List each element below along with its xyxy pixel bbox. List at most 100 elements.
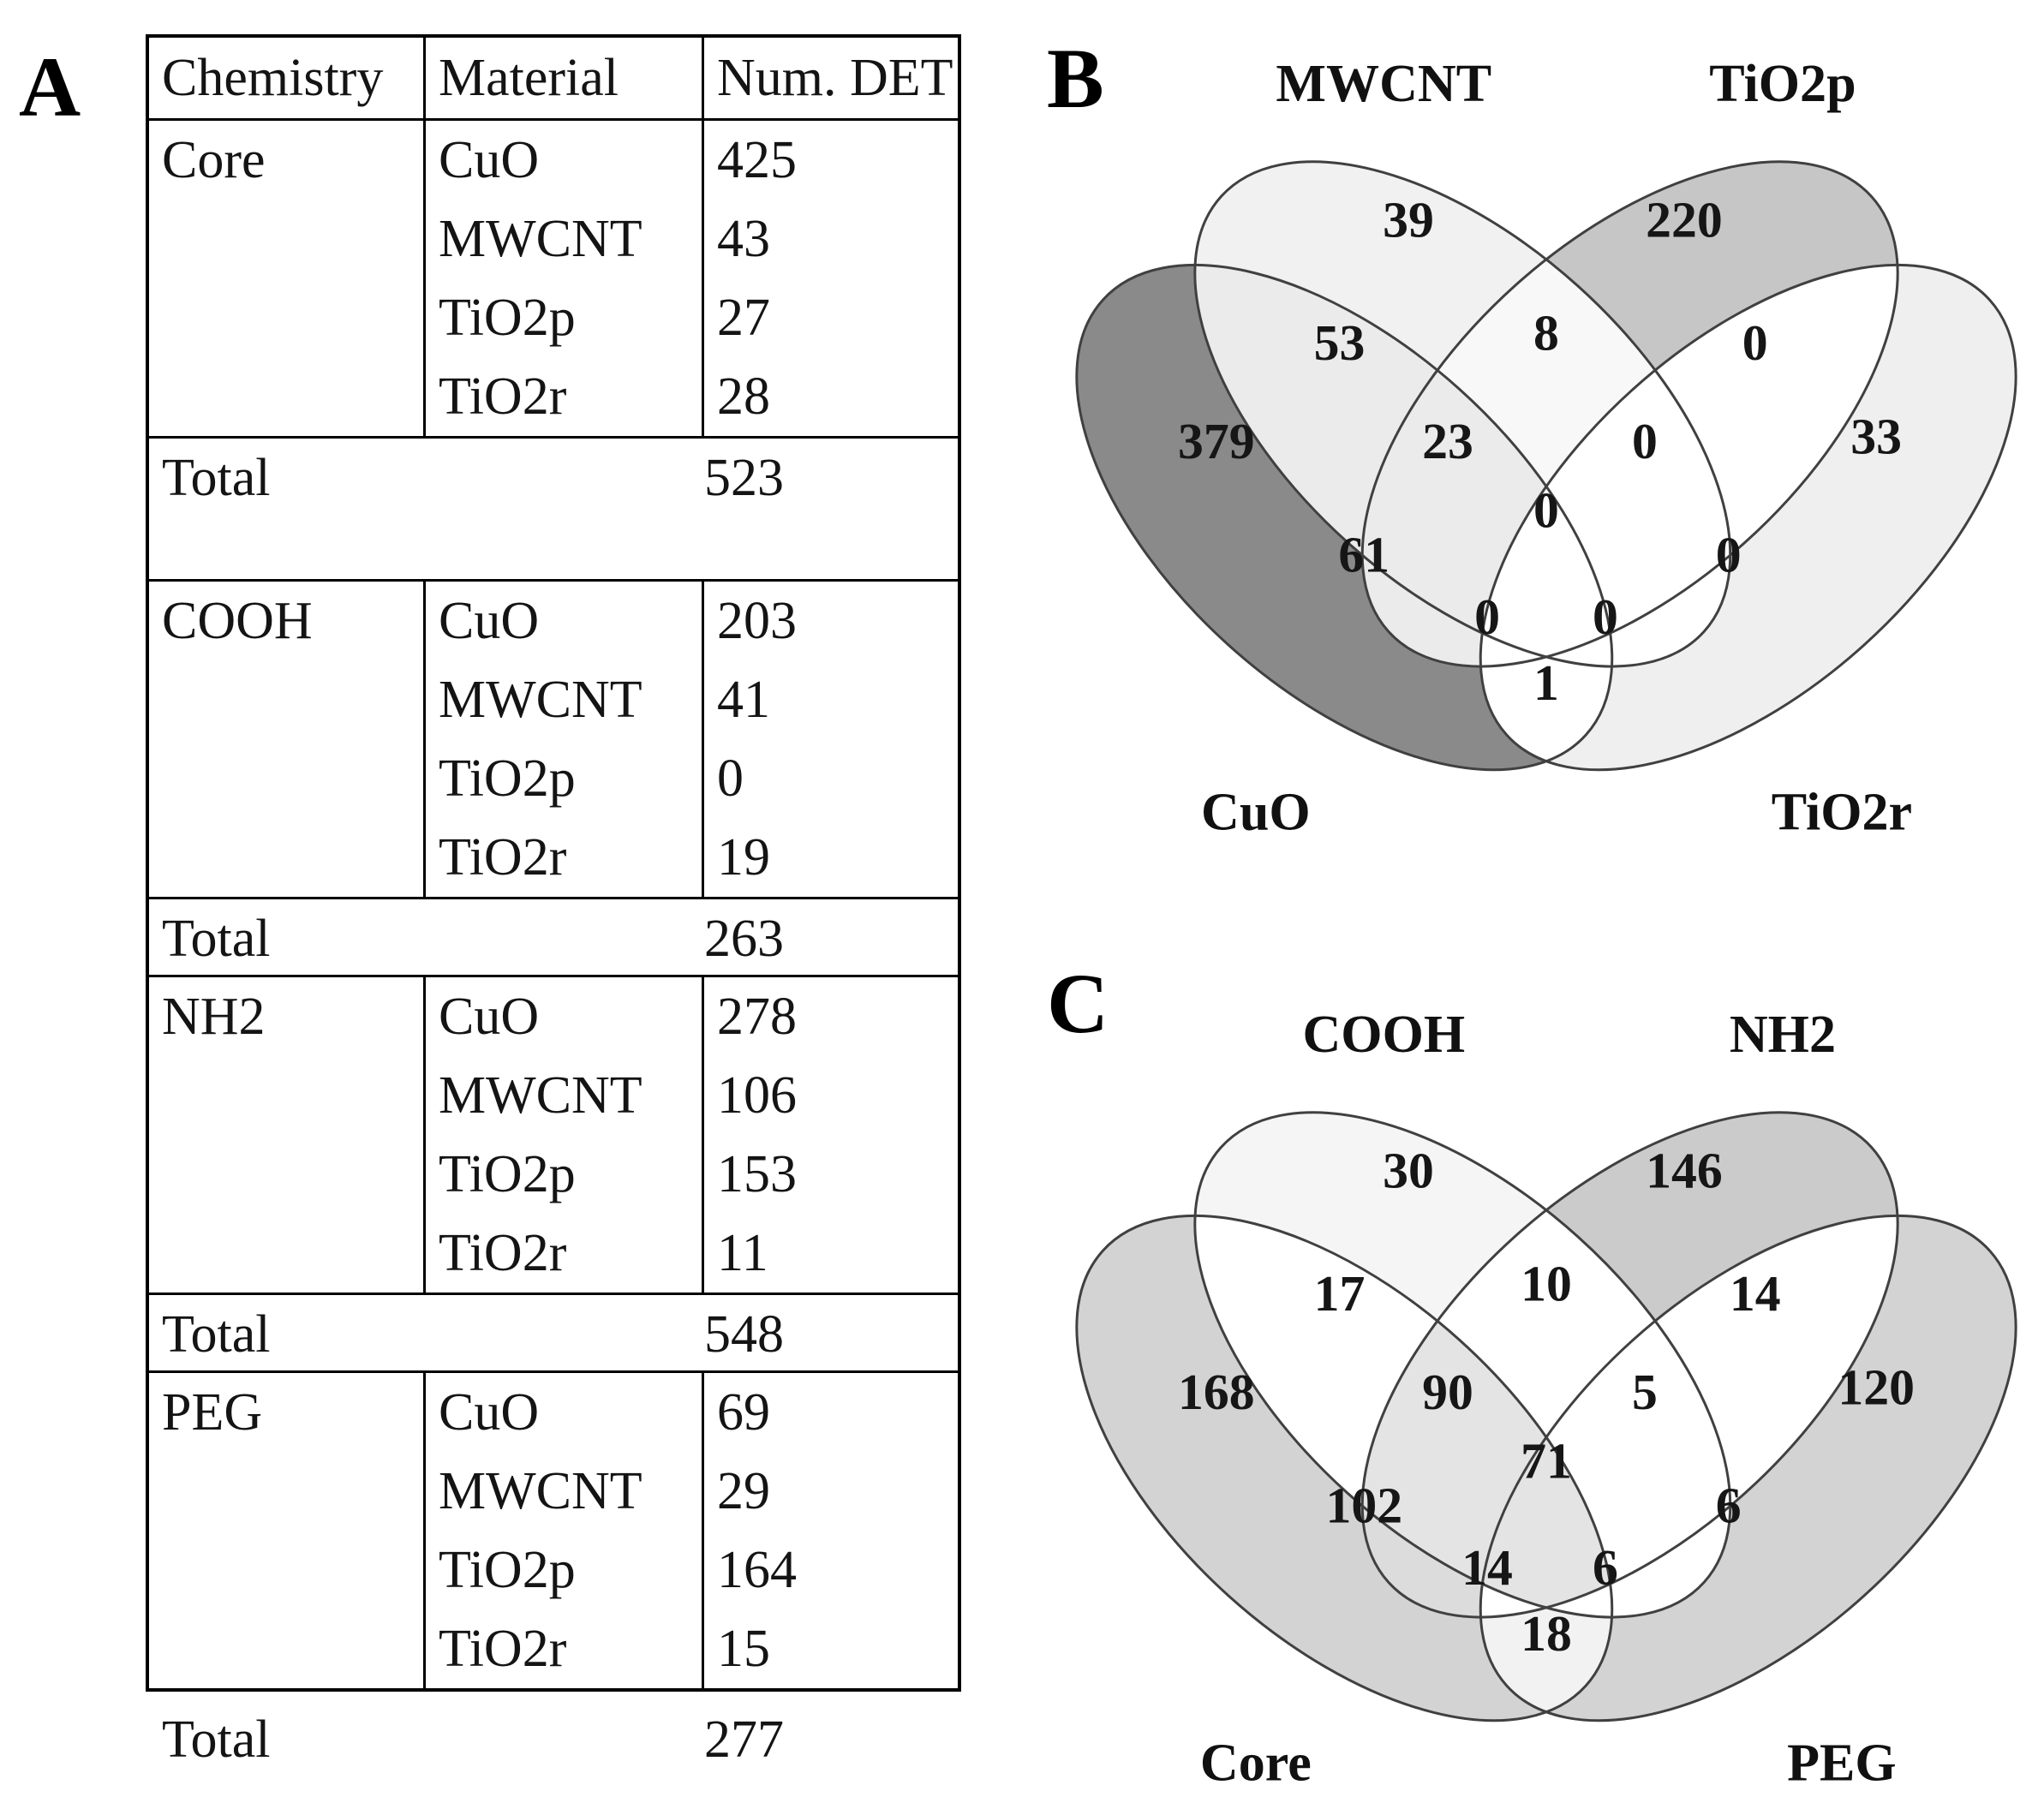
chemistry-label: COOH xyxy=(162,592,313,650)
venn-c-set-label-core: Core xyxy=(1200,1734,1312,1793)
num-det-value: 27 xyxy=(717,289,770,347)
material-label: TiO2r xyxy=(439,1620,567,1678)
venn-c-region-count-AC: 102 xyxy=(1325,1477,1402,1533)
venn-b-region-count-AB: 53 xyxy=(1314,314,1366,371)
material-label: MWCNT xyxy=(439,210,642,268)
col-header-num-det: Num. DET xyxy=(717,49,953,107)
panel-c-label: C xyxy=(1047,956,1109,1051)
total-label: Total xyxy=(162,1710,271,1769)
venn-c-set-label-peg: PEG xyxy=(1787,1734,1897,1793)
num-det-value: 153 xyxy=(717,1145,797,1203)
venn-c-region-count-B: 30 xyxy=(1383,1142,1434,1198)
venn-b-region-count-AC: 61 xyxy=(1338,526,1390,582)
num-det-value: 106 xyxy=(717,1066,797,1125)
table-header-row: Chemistry Material Num. DET xyxy=(149,38,958,121)
num-det-value: 278 xyxy=(717,988,797,1046)
num-det-value: 0 xyxy=(717,749,744,808)
venn-c-region-count-BD: 6 xyxy=(1716,1477,1742,1533)
col-header-material: Material xyxy=(426,38,704,118)
material-label: TiO2r xyxy=(439,828,567,887)
material-label: MWCNT xyxy=(439,671,642,729)
total-value: 277 xyxy=(704,1710,784,1769)
venn-b-region-count-D: 33 xyxy=(1850,408,1902,464)
total-label: Total xyxy=(162,1305,271,1364)
venn-c-region-count-A: 168 xyxy=(1178,1364,1255,1420)
material-label: MWCNT xyxy=(439,1462,642,1520)
material-label: TiO2r xyxy=(439,367,567,426)
venn-c-region-count-ACD: 14 xyxy=(1461,1539,1513,1596)
venn-b-region-count-BD: 0 xyxy=(1716,526,1742,582)
venn-c-set-label-cooh: COOH xyxy=(1302,1006,1465,1064)
num-det-value: 43 xyxy=(717,210,770,268)
venn-b-set-label-cuo: CuO xyxy=(1201,784,1311,842)
chemistry-label: NH2 xyxy=(162,988,266,1046)
total-value: 548 xyxy=(704,1305,784,1364)
material-label: CuO xyxy=(439,988,540,1046)
material-label: CuO xyxy=(439,131,540,189)
venn-b-region-count-CD: 0 xyxy=(1742,314,1768,371)
material-label: TiO2p xyxy=(439,289,576,347)
num-det-value: 29 xyxy=(717,1462,770,1520)
num-det-value: 15 xyxy=(717,1620,770,1678)
venn-diagram-materials: MWCNT TiO2p CuO TiO2r 379 39 220 33 53 8 0 23 0 6… xyxy=(986,55,2044,864)
num-det-value: 41 xyxy=(717,671,770,729)
num-det-value: 19 xyxy=(717,828,770,887)
table-total-row-core: Total 523 xyxy=(149,439,958,582)
venn-b-region-count-ACD: 0 xyxy=(1474,588,1500,645)
venn-b-region-count-ABD: 0 xyxy=(1593,588,1618,645)
col-header-chemistry: Chemistry xyxy=(149,38,426,118)
venn-b-set-label-tio2r: TiO2r xyxy=(1772,784,1912,842)
num-det-value: 11 xyxy=(717,1224,768,1282)
total-value: 263 xyxy=(704,910,784,968)
num-det-value: 69 xyxy=(717,1383,770,1442)
num-det-value: 425 xyxy=(717,131,797,189)
venn-b-set-label-tio2p: TiO2p xyxy=(1709,55,1856,113)
venn-c-region-count-D: 120 xyxy=(1838,1358,1915,1415)
total-value: 523 xyxy=(704,449,784,507)
venn-b-region-count-ABCD: 0 xyxy=(1533,482,1559,539)
chemistry-label: PEG xyxy=(162,1383,263,1442)
venn-b-region-count-BC: 8 xyxy=(1533,305,1559,361)
venn-c-set-label-nh2: NH2 xyxy=(1730,1006,1836,1064)
venn-c-region-count-AD: 18 xyxy=(1521,1605,1572,1662)
venn-b-set-label-mwcnt: MWCNT xyxy=(1276,55,1491,113)
material-label: CuO xyxy=(439,592,540,650)
material-label: MWCNT xyxy=(439,1066,642,1125)
venn-b-region-count-A: 379 xyxy=(1178,413,1255,469)
venn-b-region-count-B: 39 xyxy=(1383,191,1434,248)
venn-c-region-count-ABC: 90 xyxy=(1422,1364,1473,1420)
panel-a-label: A xyxy=(19,39,81,134)
venn-c-region-count-ABCD: 71 xyxy=(1521,1433,1572,1490)
num-det-value: 203 xyxy=(717,592,797,650)
venn-b-region-count-ABC: 23 xyxy=(1422,413,1473,469)
material-label: TiO2p xyxy=(439,1145,576,1203)
material-label: TiO2p xyxy=(439,1541,576,1599)
venn-c-region-count-ABD: 6 xyxy=(1593,1539,1618,1596)
table-total-row-nh2: Total 548 xyxy=(149,1295,958,1373)
panel-b-label: B xyxy=(1047,31,1104,126)
venn-c-region-count-C: 146 xyxy=(1646,1142,1723,1198)
num-det-value: 28 xyxy=(717,367,770,426)
venn-c-region-count-BCD: 5 xyxy=(1632,1364,1658,1420)
venn-b-region-count-AD: 1 xyxy=(1533,654,1559,711)
venn-b-region-count-C: 220 xyxy=(1646,191,1723,248)
total-label: Total xyxy=(162,449,271,507)
venn-c-region-count-BC: 10 xyxy=(1521,1256,1572,1312)
material-label: TiO2p xyxy=(439,749,576,808)
material-label: CuO xyxy=(439,1383,540,1442)
table-total-row-cooh: Total 263 xyxy=(149,899,958,977)
venn-c-region-count-AB: 17 xyxy=(1314,1265,1366,1322)
chemistry-label: Core xyxy=(162,131,266,189)
venn-c-region-count-CD: 14 xyxy=(1730,1265,1781,1322)
total-label: Total xyxy=(162,910,271,968)
venn-b-region-count-BCD: 0 xyxy=(1632,413,1658,469)
